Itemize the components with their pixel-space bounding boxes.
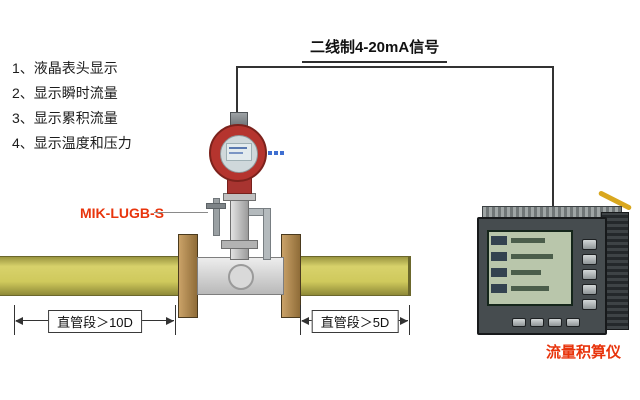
pipe-right-segment xyxy=(299,256,411,296)
dimension-tick xyxy=(409,305,410,335)
flowmeter-spool-emblem xyxy=(228,264,254,290)
annotation-item: 4、显示温度和压力 xyxy=(12,135,132,151)
signal-wire-vertical-left xyxy=(236,66,238,114)
lcd-row-value xyxy=(511,254,553,259)
pipe-left-segment xyxy=(0,256,178,296)
model-label-pointer-line xyxy=(154,212,208,213)
annotation-item: 3、显示累积流量 xyxy=(12,110,118,126)
lcd-row-label xyxy=(491,252,507,261)
flange-right xyxy=(281,234,301,318)
annotation-item: 2、显示瞬时流量 xyxy=(12,85,118,101)
totalizer-button xyxy=(530,318,544,327)
sensor-rod xyxy=(213,198,220,236)
totalizer-button xyxy=(548,318,562,327)
straight-run-label-upstream: 直管段＞10D xyxy=(48,310,142,333)
arrowhead-left-icon xyxy=(301,317,309,325)
lcd-row-label xyxy=(491,268,507,277)
annotation-item: 1、液晶表头显示 xyxy=(12,60,118,76)
meter-head-lcd-digits xyxy=(229,152,243,154)
lcd-row-label xyxy=(491,236,507,245)
totalizer-button xyxy=(582,284,597,295)
arrowhead-right-icon xyxy=(400,317,408,325)
meter-head-lcd-digits xyxy=(229,147,247,149)
totalizer-button xyxy=(566,318,580,327)
dimension-tick xyxy=(175,305,176,335)
totalizer-button xyxy=(582,299,597,310)
meter-head-button xyxy=(268,151,272,155)
totalizer-button xyxy=(512,318,526,327)
lcd-row-label xyxy=(491,284,507,293)
totalizer-button xyxy=(582,269,597,280)
signal-type-label: 二线制4-20mA信号 xyxy=(302,36,448,63)
signal-wire-horizontal xyxy=(236,66,554,68)
flowmeter-column-flange xyxy=(221,240,258,249)
arrowhead-right-icon xyxy=(166,317,174,325)
lcd-row-value xyxy=(511,286,549,291)
meter-head-button xyxy=(280,151,284,155)
annotation-list: 1、液晶表头显示 2、显示瞬时流量 3、显示累积流量 4、显示温度和压力 xyxy=(12,56,132,156)
signal-wire-vertical-right xyxy=(552,66,554,206)
flange-left xyxy=(178,234,198,318)
flowmeter-model-label: MIK-LUGB-S xyxy=(80,205,164,221)
meter-head-button xyxy=(274,151,278,155)
straight-run-label-downstream: 直管段＞5D xyxy=(311,310,399,333)
lcd-row-value xyxy=(511,238,545,243)
dimension-tick xyxy=(14,305,15,335)
flowmeter-column-top-flange xyxy=(223,193,256,201)
arrowhead-left-icon xyxy=(15,317,23,325)
totalizer-label: 流量积算仪 xyxy=(546,344,622,361)
sensor-valve-handle xyxy=(206,203,226,209)
support-pipe-vertical xyxy=(263,208,271,260)
dimension-tick xyxy=(300,305,301,335)
lcd-row-value xyxy=(511,270,541,275)
totalizer-button xyxy=(582,254,597,265)
totalizer-button xyxy=(582,239,597,250)
